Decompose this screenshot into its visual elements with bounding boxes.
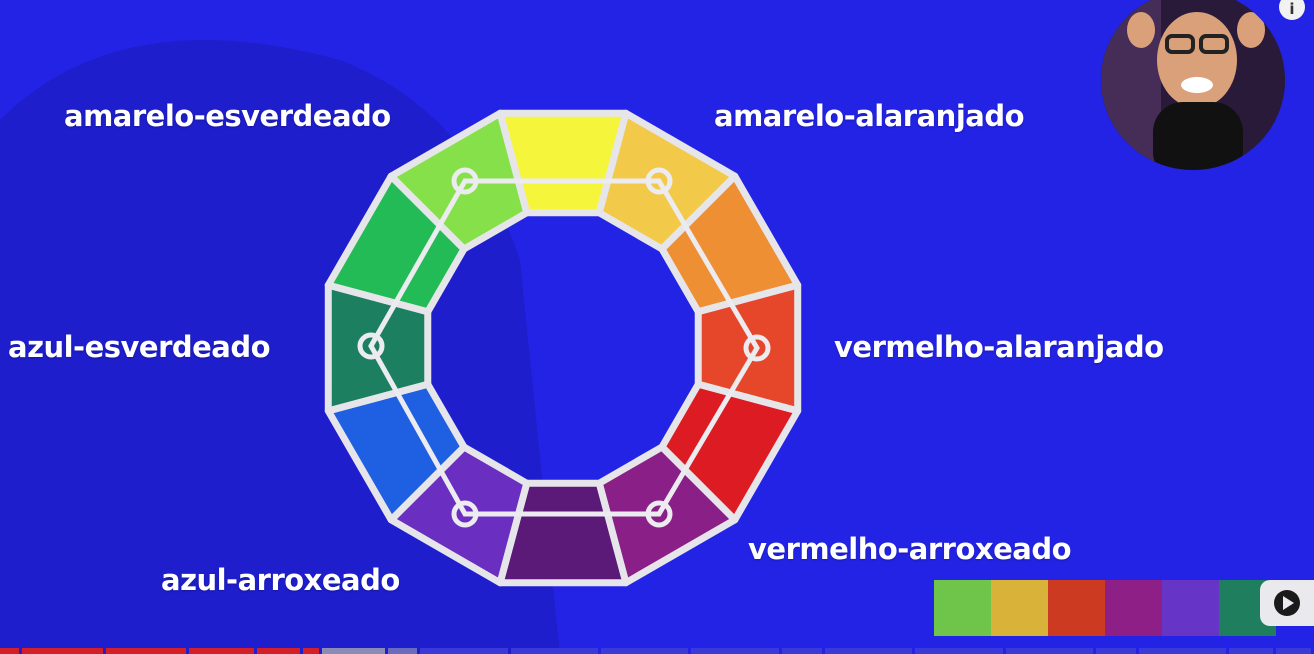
palette-swatch — [934, 580, 991, 636]
hexagon-node — [743, 334, 771, 362]
hexagon-node — [451, 500, 479, 528]
chapter-segment[interactable] — [1005, 648, 1093, 654]
chapter-segment[interactable] — [188, 648, 254, 654]
chapter-segment[interactable] — [691, 648, 779, 654]
palette-strip — [934, 580, 1276, 636]
chapter-segment[interactable] — [0, 648, 20, 654]
presenter-avatar — [1101, 0, 1285, 170]
hexagon-node — [645, 167, 673, 195]
hexagon-node — [451, 167, 479, 195]
chapter-segment[interactable] — [1229, 648, 1274, 654]
chapter-segment[interactable] — [915, 648, 1003, 654]
hexagon-node — [645, 500, 673, 528]
info-button[interactable]: i — [1279, 0, 1305, 20]
label-yellow-green: amarelo-esverdeado — [64, 99, 391, 133]
label-yellow-orange: amarelo-alaranjado — [714, 99, 1025, 133]
chapter-segment[interactable] — [1139, 648, 1227, 654]
play-icon — [1274, 590, 1300, 616]
presenter-webcam — [1101, 0, 1285, 170]
chapter-segment[interactable] — [781, 648, 822, 654]
label-red-orange: vermelho-alaranjado — [834, 330, 1164, 364]
hexagon-node — [357, 332, 385, 360]
chapter-segment[interactable] — [601, 648, 689, 654]
chapter-segment[interactable] — [387, 648, 418, 654]
hexagon-nodes — [357, 167, 771, 528]
info-icon: i — [1289, 0, 1295, 18]
chapter-segment[interactable] — [420, 648, 508, 654]
palette-swatch — [1105, 580, 1162, 636]
label-blue-green: azul-esverdeado — [8, 330, 271, 364]
chapter-segment[interactable] — [256, 648, 301, 654]
chapter-segment[interactable] — [824, 648, 913, 654]
palette-swatch — [1162, 580, 1219, 636]
label-red-violet: vermelho-arroxeado — [748, 532, 1072, 566]
play-button[interactable] — [1260, 580, 1314, 626]
label-blue-violet: azul-arroxeado — [161, 563, 400, 597]
chapter-segment[interactable] — [321, 648, 385, 654]
chapter-segment[interactable] — [510, 648, 599, 654]
hexagon-scheme-lines — [368, 178, 760, 517]
chapter-segment[interactable] — [1095, 648, 1137, 654]
chapter-segment[interactable] — [1276, 648, 1312, 654]
chapter-segment[interactable] — [22, 648, 103, 654]
wheel-segments — [324, 109, 802, 587]
video-progress-bar[interactable] — [0, 648, 1314, 654]
chapter-segment[interactable] — [303, 648, 319, 654]
chapter-segment[interactable] — [105, 648, 186, 654]
palette-swatch — [991, 580, 1048, 636]
palette-swatch — [1048, 580, 1105, 636]
